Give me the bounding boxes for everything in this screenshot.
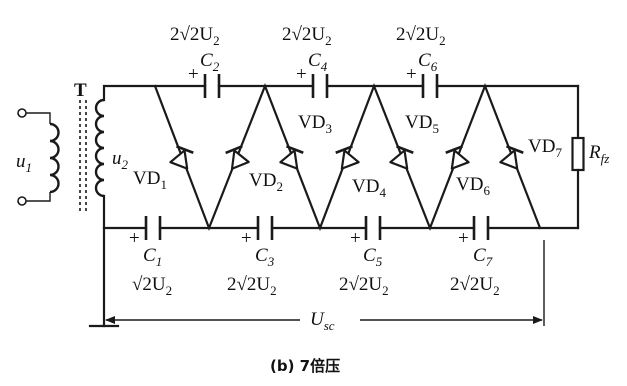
capacitor-c1	[144, 216, 162, 240]
transformer-label: T	[74, 80, 87, 101]
input-terminal-top	[17, 108, 27, 118]
polarity-c6: +	[406, 64, 417, 85]
rating-c1: √2U2	[132, 274, 172, 298]
input-lead-bottom	[26, 192, 51, 202]
rating-c6: 2√2U2	[396, 24, 446, 48]
secondary-voltage-label: u2	[112, 148, 129, 172]
top-rail	[102, 84, 580, 102]
rating-c7: 2√2U2	[450, 274, 500, 298]
transformer: T u1 u2	[16, 80, 129, 212]
diode-vd1	[169, 145, 194, 170]
polarity-c4: +	[296, 64, 307, 85]
label-vd4: VD4	[352, 176, 386, 200]
secondary-coil	[94, 98, 105, 198]
capacitor-c2	[203, 74, 221, 98]
diode-vd6	[445, 145, 470, 170]
label-vd2: VD2	[249, 170, 283, 194]
diode-vd3	[279, 145, 304, 170]
polarity-c7: +	[458, 228, 469, 249]
label-vd3: VD3	[298, 112, 332, 136]
rating-c3: 2√2U2	[227, 274, 277, 298]
label-c2: C2	[200, 50, 220, 74]
polarity-c3: +	[241, 228, 252, 249]
diode-vd7	[499, 145, 524, 170]
rating-c4: 2√2U2	[282, 24, 332, 48]
capacitor-c3	[256, 216, 274, 240]
capacitor-c6	[421, 74, 439, 98]
diode-vd5	[389, 145, 414, 170]
capacitor-c5	[364, 216, 382, 240]
label-c4: C4	[308, 50, 328, 74]
figure-caption: (b) 7倍压	[270, 357, 340, 375]
polarity-c2: +	[188, 64, 199, 85]
label-c3: C3	[255, 245, 275, 269]
primary-coil	[49, 122, 60, 194]
label-c7: C7	[473, 245, 493, 269]
primary-voltage-label: u1	[16, 151, 32, 175]
capacitor-c7	[472, 216, 490, 240]
label-c6: C6	[418, 50, 438, 74]
capacitor-c4	[311, 74, 329, 98]
rating-c5: 2√2U2	[339, 274, 389, 298]
label-vd1: VD1	[133, 168, 167, 192]
rating-c2: 2√2U2	[170, 24, 220, 48]
label-c5: C5	[363, 245, 383, 269]
load-resistor	[571, 84, 585, 230]
label-vd5: VD5	[405, 112, 439, 136]
output-voltage-label: Usc	[310, 309, 335, 333]
label-vd6: VD6	[456, 174, 490, 198]
diode-vd2	[225, 145, 250, 170]
input-lead-top	[26, 112, 51, 124]
label-vd7: VD7	[528, 136, 562, 160]
polarity-c5: +	[350, 228, 361, 249]
diode-vd4	[335, 145, 360, 170]
input-terminal-bottom	[17, 196, 27, 206]
label-c1: C1	[143, 245, 162, 269]
polarity-c1: +	[129, 228, 140, 249]
load-resistor-label: Rfz	[588, 142, 609, 166]
bottom-rail	[102, 194, 580, 230]
